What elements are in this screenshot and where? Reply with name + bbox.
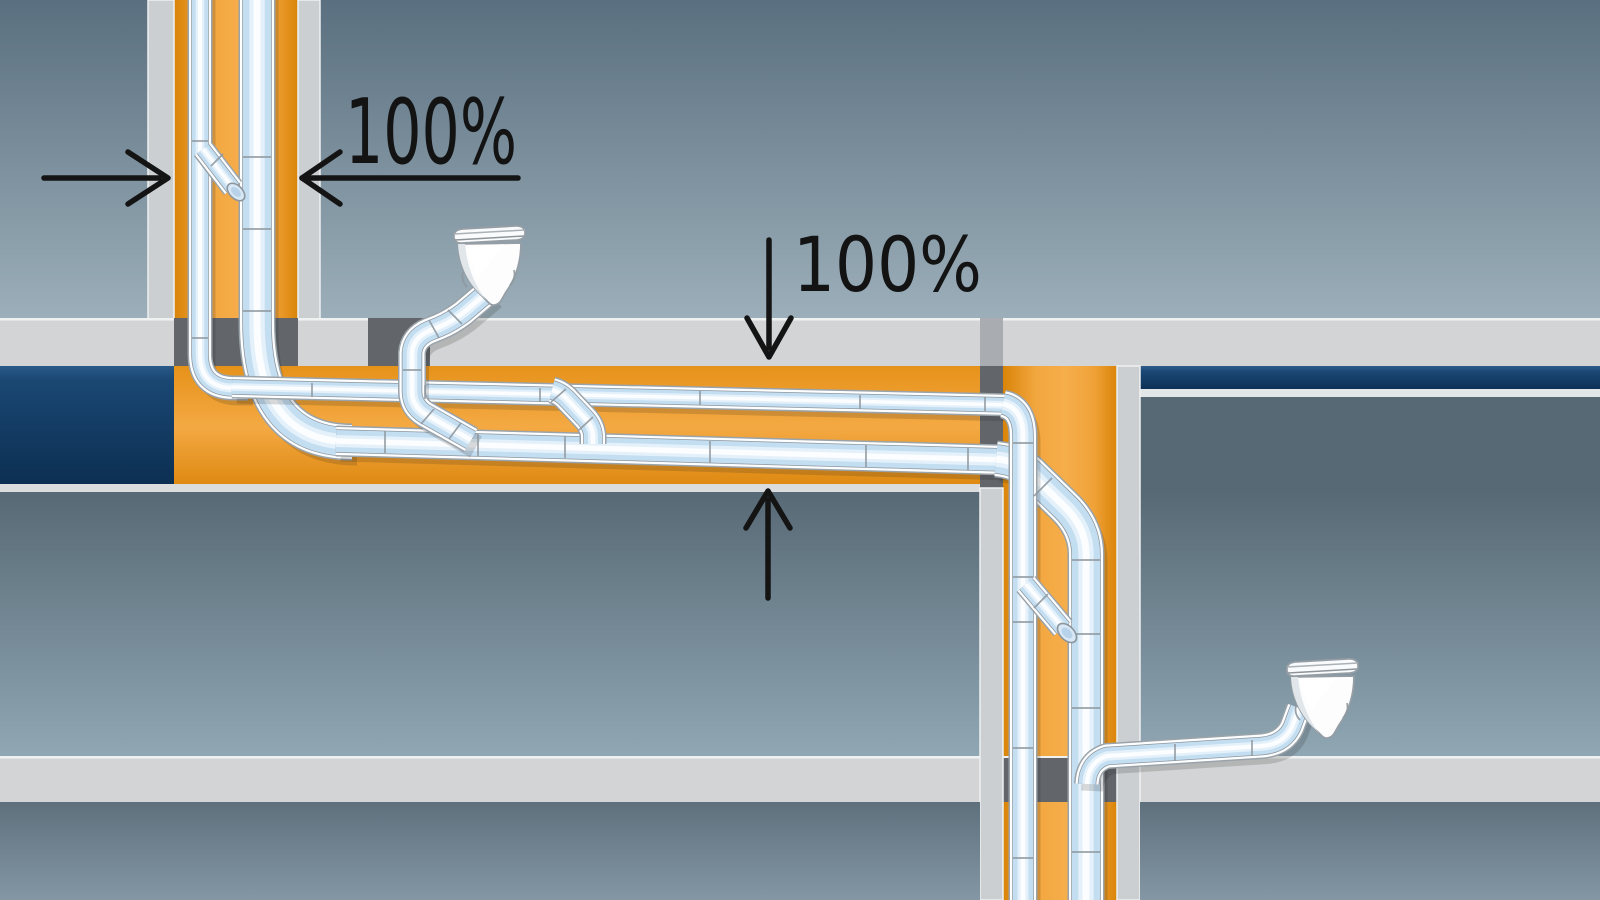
toilet-rim bbox=[453, 224, 526, 245]
floor-slab-lower-highlight bbox=[0, 756, 1600, 759]
ceiling-height-arrow-down bbox=[744, 237, 794, 360]
branch-socket-lower bbox=[1056, 622, 1078, 644]
toilet-lower bbox=[1286, 657, 1359, 739]
ceiling-height-label: 100% bbox=[793, 220, 982, 309]
floor-slab-lower bbox=[0, 758, 1600, 802]
pipe-joints bbox=[192, 140, 1253, 859]
shaft-width-arrow-right bbox=[299, 149, 521, 207]
shaft-width-label: 100% bbox=[345, 80, 517, 185]
top-shaft-left-wall bbox=[147, 0, 175, 321]
marker-band-right bbox=[1140, 366, 1600, 389]
space-marker-block-left bbox=[0, 366, 174, 484]
dimension-annotations: 100% 100% bbox=[41, 80, 982, 601]
lower-shaft-left-wall bbox=[979, 487, 1004, 900]
ceiling-height-arrow-up bbox=[743, 488, 793, 601]
wall-upper-main-room bbox=[320, 0, 1600, 318]
floor-slab-upper-highlight bbox=[0, 318, 1600, 321]
suspended-ceiling-line-left bbox=[0, 484, 980, 492]
toilet-upper bbox=[453, 224, 526, 306]
lower-shaft-right-wall bbox=[1116, 365, 1141, 900]
wall-mid-right-room bbox=[1140, 397, 1600, 758]
toilet-rim bbox=[1286, 657, 1359, 678]
shaft-width-arrow-left bbox=[41, 149, 171, 207]
top-shaft-right-wall bbox=[297, 0, 321, 321]
wall-mid-left-room bbox=[0, 492, 980, 758]
wall-upper-left-room bbox=[0, 0, 148, 320]
wall-bottom-left-room bbox=[0, 802, 980, 900]
wall-bottom-right-room bbox=[1140, 802, 1600, 900]
divider-wall-slab-part bbox=[980, 318, 1003, 366]
suspended-ceiling-line-right bbox=[1140, 389, 1600, 397]
